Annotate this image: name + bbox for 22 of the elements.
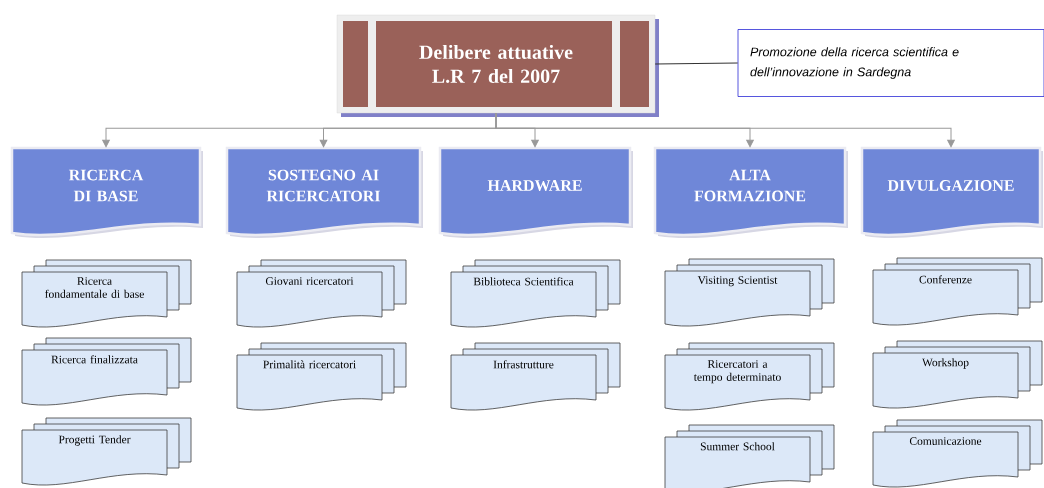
document-stack: Ricerca finalizzata: [21, 337, 192, 406]
document-stack: Comunicazione: [872, 419, 1043, 488]
category-banner: ALTA FORMAZIONE: [653, 146, 848, 239]
category-banner: HARDWARE: [438, 146, 633, 239]
note-box: Promozione della ricerca scientifica e dell’innovazione in Sardegna: [737, 29, 1044, 97]
document-stack: Biblioteca Scientifica: [450, 259, 621, 328]
arrow: [495, 112, 955, 148]
category-banner: RICERCA DI BASE: [10, 146, 203, 239]
document-stack: Giovani ricercatori: [236, 259, 407, 328]
document-stack: Ricercatori a tempo determinato: [664, 342, 835, 411]
document-stack: Workshop: [872, 340, 1043, 409]
document-stack: Ricerca fondamentale di base: [21, 259, 192, 328]
document-stack: Conferenze: [872, 257, 1043, 326]
document-stack: Visiting Scientist: [664, 258, 835, 327]
title-box: Delibere attuative L.R 7 del 2007: [336, 14, 659, 117]
document-stack: Infrastrutture: [450, 342, 621, 411]
document-stack: Summer School: [664, 424, 835, 488]
category-banner: DIVULGAZIONE: [860, 146, 1043, 239]
category-banner: SOSTEGNO AI RICERCATORI: [225, 146, 423, 239]
document-stack: Primalità ricercatori: [236, 342, 407, 411]
document-stack: Progetti Tender: [21, 417, 192, 486]
connector-line: [654, 62, 739, 65]
